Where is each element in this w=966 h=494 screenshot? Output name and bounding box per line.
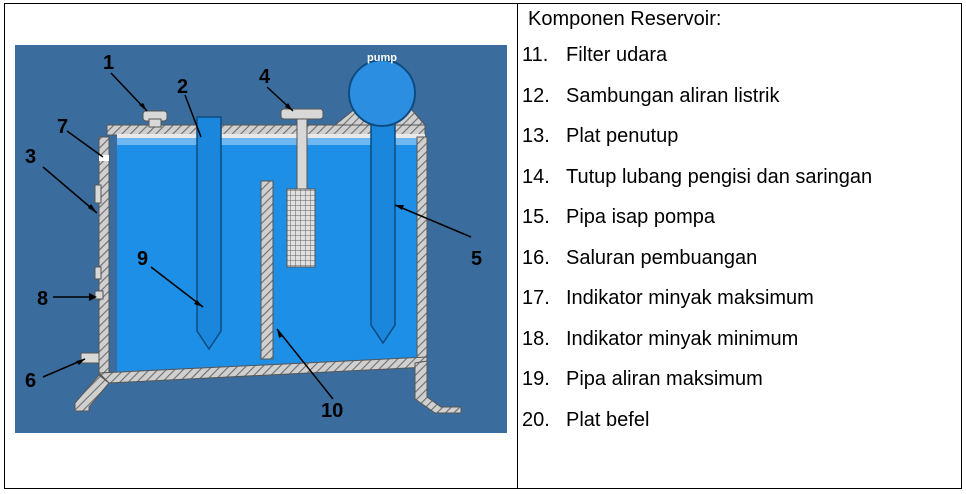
callout-9: 9 bbox=[137, 248, 148, 270]
sight-glass-upper bbox=[94, 184, 102, 204]
strainer bbox=[286, 188, 316, 268]
arrow-9 bbox=[150, 266, 204, 308]
callout-8: 8 bbox=[37, 288, 48, 310]
legend-number: 14. bbox=[522, 165, 550, 188]
callout-3: 3 bbox=[25, 146, 36, 168]
arrowhead-5 bbox=[395, 205, 404, 210]
legend-list: 11. Filter udara 12. Sambungan aliran list… bbox=[522, 44, 872, 449]
left-wall bbox=[98, 136, 110, 376]
arrow-2 bbox=[184, 94, 202, 138]
legend-item: 11. Filter udara bbox=[522, 44, 872, 85]
legend-number: 12. bbox=[522, 84, 550, 107]
legend-text: Sambungan aliran listrik bbox=[566, 84, 780, 107]
arrow-7 bbox=[66, 130, 104, 158]
callout-10: 10 bbox=[321, 400, 343, 422]
filler-neck bbox=[296, 118, 308, 190]
filler-cap bbox=[280, 108, 324, 120]
return-pipe bbox=[196, 116, 222, 351]
legend-text: Pipa isap pompa bbox=[566, 206, 715, 228]
baffle-plate bbox=[260, 180, 274, 360]
arrowhead-10 bbox=[277, 329, 283, 338]
cover-strip bbox=[117, 134, 425, 138]
legend-item: 20. Plat befel bbox=[522, 409, 872, 450]
table-frame bbox=[4, 3, 962, 489]
sight-glass-lower bbox=[94, 266, 102, 280]
arrow-3 bbox=[42, 166, 98, 214]
legend-text: Pipa aliran maksimum bbox=[566, 368, 763, 390]
legend-number: 17. bbox=[522, 287, 550, 309]
legend-number: 15. bbox=[522, 206, 550, 228]
pump-label: pump bbox=[367, 52, 397, 64]
legend-text: Saluran pembuangan bbox=[566, 246, 758, 269]
right-wall bbox=[416, 136, 428, 362]
legend-number: 16. bbox=[522, 246, 550, 269]
arrow-10 bbox=[276, 328, 334, 400]
breather-mark bbox=[99, 155, 109, 161]
legend-text: Indikator minyak minimum bbox=[566, 327, 799, 350]
drain-plug bbox=[80, 352, 100, 364]
air-filter-stem bbox=[148, 118, 162, 128]
arrowhead-1 bbox=[139, 103, 147, 111]
legend-item: 16. Saluran pembuangan bbox=[522, 247, 872, 288]
legend-item: 12. Sambungan aliran listrik bbox=[522, 85, 872, 126]
legend-number: 19. bbox=[522, 368, 550, 390]
legend-text: Tutup lubang pengisi dan saringan bbox=[566, 165, 873, 188]
suction-pipe bbox=[370, 112, 396, 345]
pump-body bbox=[348, 59, 416, 127]
level-indicator bbox=[94, 290, 104, 300]
callout-1: 1 bbox=[103, 52, 114, 74]
legend-item: 19. Pipa aliran maksimum bbox=[522, 368, 872, 409]
legend-item: 18. Indikator minyak minimum bbox=[522, 328, 872, 369]
legend-item: 14. Tutup lubang pengisi dan saringan bbox=[522, 166, 872, 207]
arrow-5 bbox=[394, 204, 472, 238]
legend-number: 13. bbox=[522, 125, 550, 147]
arrowhead-9 bbox=[194, 300, 203, 307]
callout-5: 5 bbox=[471, 248, 482, 270]
reservoir-diagram: pump 1 2 3 4 5 6 7 bbox=[15, 45, 507, 433]
table-divider bbox=[517, 3, 518, 489]
arrowhead-6 bbox=[76, 359, 85, 365]
legend-item: 13. Plat penutup bbox=[522, 125, 872, 166]
callout-6: 6 bbox=[25, 370, 36, 392]
callout-4: 4 bbox=[259, 66, 271, 88]
left-leg bbox=[74, 374, 110, 412]
legend-text: Filter udara bbox=[566, 44, 668, 66]
legend-number: 20. bbox=[522, 408, 550, 431]
legend-item: 17. Indikator minyak maksimum bbox=[522, 287, 872, 328]
arrowhead-8 bbox=[89, 293, 97, 301]
right-leg bbox=[414, 360, 462, 414]
callout-7: 7 bbox=[57, 116, 68, 138]
legend-text: Indikator minyak maksimum bbox=[566, 287, 814, 309]
legend-number: 18. bbox=[522, 327, 550, 350]
legend-text: Plat befel bbox=[566, 408, 650, 431]
legend-title: Komponen Reservoir: bbox=[528, 8, 722, 30]
arrowhead-4 bbox=[285, 103, 293, 111]
legend-text: Plat penutup bbox=[566, 125, 679, 147]
legend-number: 11. bbox=[522, 44, 549, 66]
legend-item: 15. Pipa isap pompa bbox=[522, 206, 872, 247]
arrowhead-3 bbox=[88, 204, 97, 213]
callout-2: 2 bbox=[177, 76, 188, 98]
